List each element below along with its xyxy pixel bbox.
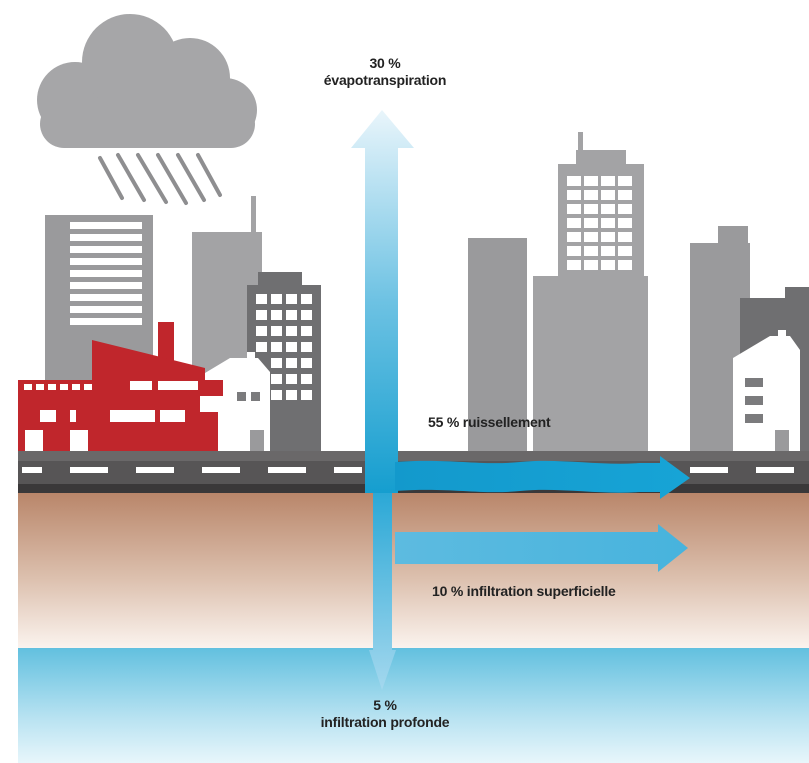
rain-icon — [98, 153, 222, 205]
deep-infiltration-arrow — [369, 493, 396, 690]
deep-infiltration-label: 5 % infiltration profonde — [285, 697, 485, 731]
red-factory — [18, 322, 223, 451]
evapotranspiration-percent: 30 % — [369, 55, 401, 71]
soil-layer — [18, 493, 809, 648]
deep-infiltration-text: infiltration profonde — [320, 714, 450, 730]
runoff-arrow — [395, 456, 690, 499]
white-house-right — [733, 330, 800, 451]
right-slab-building — [468, 238, 527, 451]
evapotranspiration-arrow — [351, 110, 414, 493]
runoff-text: 55 % ruissellement — [428, 414, 551, 430]
right-city-buildings — [468, 132, 809, 451]
shallow-infiltration-label: 10 % infiltration superficielle — [432, 583, 616, 600]
shallow-infiltration-arrow — [395, 524, 688, 572]
evapotranspiration-text: évapotranspiration — [323, 72, 447, 88]
evapotranspiration-label: 30 % évapotranspiration — [290, 55, 480, 89]
shallow-infiltration-text: 10 % infiltration superficielle — [432, 583, 616, 599]
deep-infiltration-percent: 5 % — [373, 697, 397, 713]
right-low-tower — [533, 276, 648, 451]
road-markings — [22, 467, 794, 473]
cloud-icon — [37, 14, 257, 148]
groundwater-layer — [18, 648, 809, 763]
left-city-buildings — [18, 196, 321, 451]
runoff-label: 55 % ruissellement — [428, 414, 551, 431]
